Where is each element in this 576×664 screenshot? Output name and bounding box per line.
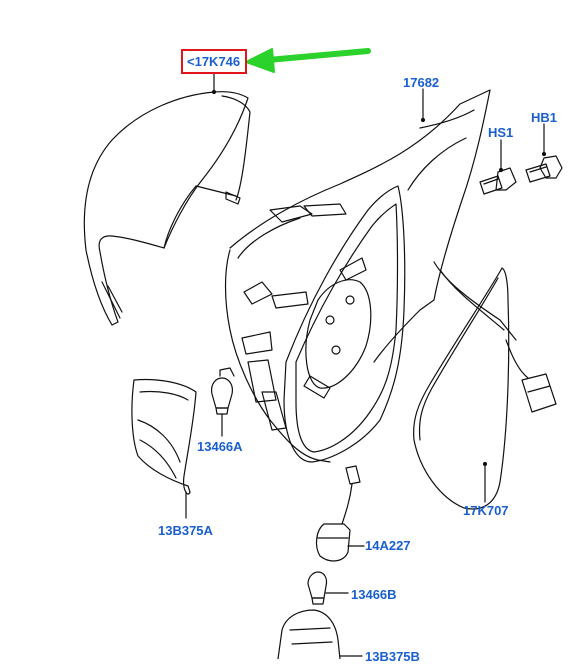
label-lamp-a[interactable]: 13B375A [158,523,213,538]
harness-connector-part[interactable] [505,339,557,413]
label-glass[interactable]: 17K707 [463,503,509,518]
lamp-13b375a-part[interactable] [131,378,197,519]
label-screw-hb1[interactable]: HB1 [531,110,558,125]
leader-lines [211,73,547,503]
screw-hb1-part[interactable] [525,155,563,183]
bulb-13466a-part[interactable] [211,367,235,437]
harness-14a227-part[interactable] [315,465,365,562]
label-housing[interactable]: 17682 [403,75,440,90]
label-harness[interactable]: 14A227 [365,538,411,553]
lamp-13b375b-part[interactable] [277,609,363,659]
label-lamp-b[interactable]: 13B375B [365,649,420,664]
label-screw-hs1[interactable]: HS1 [488,125,514,140]
mirror-housing-part[interactable] [224,89,517,463]
label-bulb-a[interactable]: 13466A [197,439,243,454]
label-mirror-cap[interactable]: <17K746 [187,54,241,69]
pointer-arrow [245,48,371,73]
mirror-glass-part[interactable] [413,267,510,510]
highlight-box [181,49,247,74]
label-bulb-b[interactable]: 13466B [351,587,397,602]
mirror-cap-part[interactable] [83,91,251,326]
bulb-13466b-part[interactable] [307,571,349,605]
screw-hs1-part[interactable] [479,167,517,195]
